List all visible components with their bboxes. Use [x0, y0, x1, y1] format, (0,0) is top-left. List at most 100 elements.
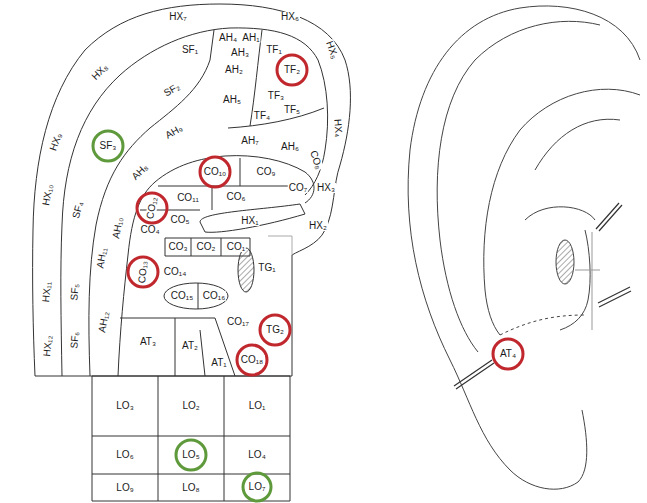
helix-crus: [200, 204, 305, 232]
point-circle: [200, 157, 230, 187]
region-label: TF₁: [265, 45, 283, 55]
point-circle: [243, 473, 271, 501]
region-label: LO₈: [181, 483, 201, 493]
region-label: AH₆: [280, 142, 300, 152]
point-circle: [493, 339, 523, 369]
region-label: AH₇: [240, 136, 259, 146]
region-label: CO₇: [288, 183, 308, 193]
region-label: AH₉: [163, 123, 185, 142]
region-label: AT₁: [210, 358, 227, 368]
region-label: LO₁: [248, 401, 267, 411]
point-label: AT₄: [499, 349, 517, 359]
guide-line: [575, 232, 600, 330]
region-label: HX₂: [308, 221, 328, 231]
region-label: HX₈: [89, 61, 110, 82]
point-circle: [128, 257, 158, 287]
concha-row: [165, 238, 250, 256]
region-label: AT₂: [181, 341, 199, 351]
region-label: AT₃: [139, 337, 157, 347]
tragus-edge: [292, 255, 293, 376]
point-circle: [93, 131, 123, 161]
region-label: HX₃: [316, 183, 336, 193]
region-label: CO₁₀: [203, 167, 228, 177]
region-label: CO₆: [225, 192, 246, 202]
ear-map-outlines: [33, 4, 351, 501]
region-label: TF₄: [253, 111, 271, 121]
region-label: CO₄: [139, 225, 160, 235]
needle: [454, 360, 494, 389]
region-label: HX₇: [168, 12, 187, 22]
green-marks: [93, 131, 271, 501]
region-label: AH₅: [222, 95, 242, 105]
region-label: SF₅: [69, 282, 81, 302]
region-label: TG₁: [257, 263, 276, 273]
helix-outer-edge: [33, 4, 351, 376]
region-label: CO₁: [226, 242, 246, 252]
region-label: SF₆: [69, 330, 81, 350]
region-label: CO₁₃: [137, 259, 149, 284]
region-label: CO₁₇: [226, 317, 250, 327]
triangular-fossa-floor: [228, 108, 324, 128]
region-label: HX₄: [332, 118, 344, 139]
region-label: CO₁₁: [176, 193, 200, 203]
helix-rim: [437, 21, 600, 352]
region-label: TG₂: [265, 325, 285, 335]
region-label: CO₂: [196, 242, 217, 252]
region-label: CO₁₈: [240, 355, 265, 365]
needles: [454, 203, 631, 389]
region-label: TF₅: [283, 105, 301, 115]
region-label: LO₅: [181, 450, 200, 460]
region-label: TF₂: [283, 65, 301, 75]
region-label: CO₁₅: [170, 291, 194, 301]
concha-rim: [525, 207, 595, 220]
hatched-area: [238, 248, 254, 292]
hatched-area: [556, 240, 574, 284]
region-label: SF₃: [99, 141, 118, 151]
region-label: AH₁₁: [95, 246, 109, 270]
antihelix-crus: [535, 119, 620, 170]
region-label: HX₅: [324, 39, 340, 61]
region-label: CO₃: [167, 242, 188, 252]
region-label: LO₂: [181, 401, 200, 411]
antihelix: [484, 89, 640, 335]
ear-outline: [408, 6, 640, 489]
region-label: HX₁₁: [41, 280, 53, 303]
concha-edge: [118, 156, 314, 376]
region-label: CO₉: [256, 167, 277, 177]
point-circle: [176, 440, 206, 470]
region-label: HX₁₀: [41, 183, 55, 208]
region-label: HX₆: [280, 12, 300, 22]
region-label: SF₂: [161, 81, 182, 99]
region-label: CO₅: [169, 215, 190, 225]
region-label: SF₁: [181, 45, 199, 55]
region-label: LO₄: [247, 450, 266, 460]
needle: [598, 287, 631, 307]
intertragic-line: [500, 315, 585, 335]
red-marks: [128, 55, 523, 375]
region-label: HX₁₂: [42, 334, 54, 358]
region-label: CO₁₄: [163, 267, 187, 277]
antitragus-edges: [120, 318, 235, 376]
region-label: LO₆: [115, 450, 134, 460]
region-label: AH₁: [241, 33, 260, 43]
region-label: AH₈: [129, 161, 150, 182]
region-label: HX₉: [48, 131, 64, 153]
point-circle: [260, 315, 290, 345]
ear-drawing: [408, 6, 640, 489]
region-label: AH₃: [230, 48, 250, 58]
region-label: AH₁₀: [111, 216, 125, 241]
point-circle: [137, 193, 167, 223]
region-label: TF₃: [267, 91, 285, 101]
point-circle: [277, 55, 307, 85]
point-circle: [237, 345, 267, 375]
region-label: CO₈: [308, 148, 325, 171]
region-label: AH₂: [224, 65, 244, 75]
region-label: LO₉: [115, 483, 134, 493]
region-label: CO₁₂: [145, 195, 159, 221]
region-label: AH₄: [218, 33, 238, 43]
concha-divider: [140, 158, 300, 210]
guide-line: [268, 236, 292, 255]
region-label: SF₄: [71, 200, 86, 221]
needle: [596, 203, 622, 231]
